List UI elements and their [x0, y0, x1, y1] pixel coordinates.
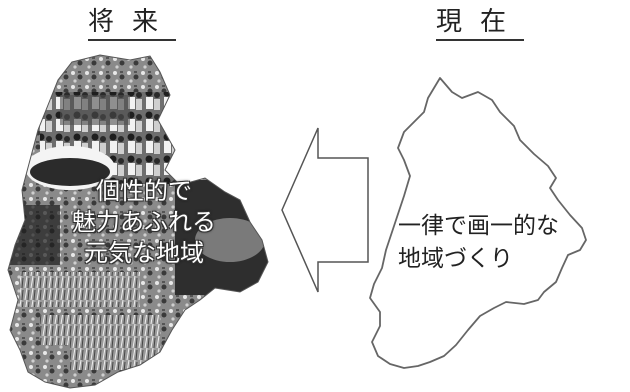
future-region-outline — [7, 54, 269, 389]
present-description: 一律で画一的な 地域づくり — [398, 210, 608, 276]
transition-arrow — [281, 127, 369, 293]
present-description-line-1: 一律で画一的な — [398, 213, 559, 239]
heading-future: 将来 — [88, 8, 177, 41]
future-description-line-3: 元気な地域 — [84, 239, 204, 267]
future-description-line-2: 魅力あふれる — [72, 208, 216, 236]
future-description-line-1: 個性的で — [96, 177, 192, 205]
future-description: 個性的で 魅力あふれる 元気な地域 — [44, 176, 244, 269]
heading-present: 現在 — [436, 8, 525, 41]
present-region-outline — [369, 77, 587, 369]
present-description-line-2: 地域づくり — [398, 246, 513, 272]
